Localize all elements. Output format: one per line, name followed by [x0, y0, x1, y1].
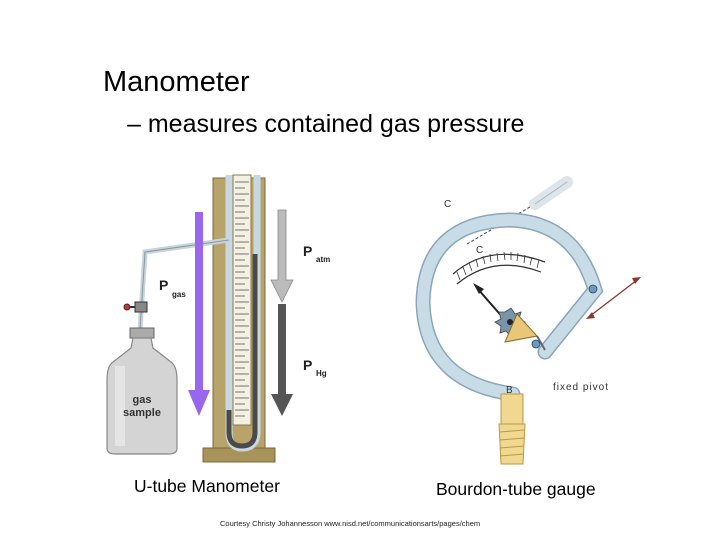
- p-gas-label: P: [159, 277, 168, 293]
- scale-ticks: [235, 181, 249, 417]
- sector-gear: [504, 313, 538, 343]
- dial-scale: [452, 253, 546, 275]
- label-b: B: [506, 385, 513, 396]
- flask-label-line1: gas: [133, 394, 152, 406]
- gauge-fitting: [498, 393, 526, 465]
- dial-ticks: [456, 251, 540, 281]
- tube-end-joint: [588, 284, 598, 294]
- left-caption: U-tube Manometer: [134, 476, 280, 496]
- label-c: C: [476, 245, 483, 256]
- p-hg-label: P: [303, 357, 312, 373]
- right-caption: Bourdon-tube gauge: [436, 479, 596, 499]
- fixed-pivot-point: [531, 339, 541, 349]
- label-c-top: C: [444, 199, 451, 210]
- p-gas-arrow: [188, 212, 210, 416]
- p-hg-arrow: [271, 304, 293, 416]
- mercury-column: [226, 254, 258, 449]
- p-atm-subscript: atm: [316, 255, 330, 264]
- p-atm-arrow: [270, 209, 294, 303]
- slide-subtitle: – measures contained gas pressure: [127, 110, 525, 138]
- credit-line: Courtesy Christy Johannesson www.nisd.ne…: [220, 519, 481, 528]
- gas-sample-flask: [106, 327, 178, 455]
- label-fixed-pivot: fixed pivot: [553, 382, 609, 393]
- p-atm-label: P: [303, 243, 312, 259]
- manometer-scale: [232, 174, 252, 426]
- p-hg-subscript: Hg: [316, 369, 327, 378]
- u-tube-manometer-diagram: gas sample P gas P atm P Hg: [106, 174, 330, 463]
- p-gas-subscript: gas: [172, 290, 186, 299]
- bourdon-tube: [416, 213, 602, 400]
- flask-label-line2: sample: [123, 407, 161, 419]
- valve-icon: [123, 301, 148, 313]
- bourdon-tube-gauge-diagram: C C B fixed pivot: [415, 176, 641, 465]
- slide-title: Manometer: [103, 66, 250, 98]
- motion-arrow: [589, 279, 638, 317]
